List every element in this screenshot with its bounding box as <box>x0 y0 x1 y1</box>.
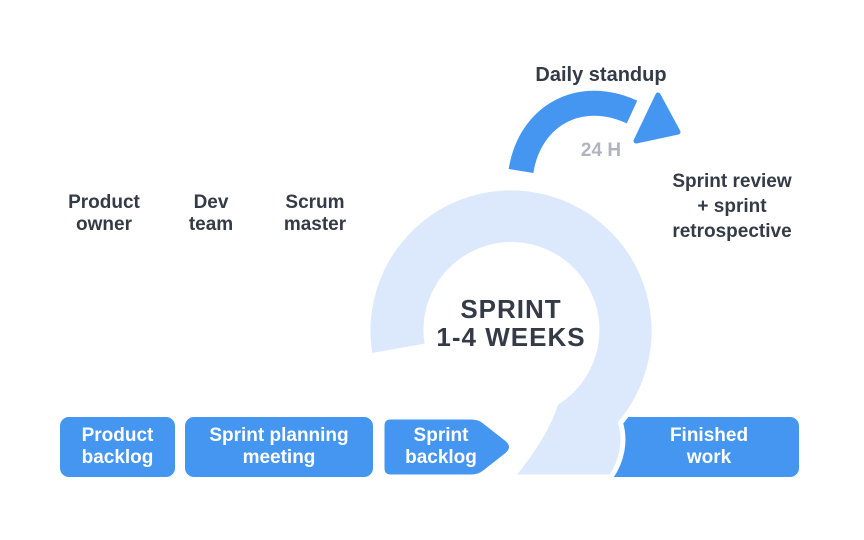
role-dev-team: Dev team <box>188 192 234 235</box>
daily-standup-arrowhead-icon <box>633 92 681 144</box>
stage-product-backlog: Product backlog <box>60 417 175 477</box>
duration-24h-label: 24 H <box>580 140 622 161</box>
daily-standup-label: Daily standup <box>535 64 667 86</box>
stage-finished-work-label: Finished work <box>669 425 749 468</box>
stage-sprint-planning-meeting: Sprint planning meeting <box>185 417 373 477</box>
stage-sprint-backlog-label: Sprint backlog <box>405 425 477 468</box>
sprint-review-retrospective-label: Sprint review + sprint retrospective <box>672 171 792 242</box>
stage-sprint-planning-meeting-label: Sprint planning meeting <box>209 425 349 468</box>
stage-finished-work: Finished work <box>555 417 799 477</box>
sprint-duration-center-label: SPRINT 1-4 WEEKS <box>436 294 586 352</box>
role-scrum-master: Scrum master <box>283 192 347 235</box>
stage-product-backlog-label: Product backlog <box>81 425 154 468</box>
role-product-owner: Product owner <box>68 192 140 235</box>
